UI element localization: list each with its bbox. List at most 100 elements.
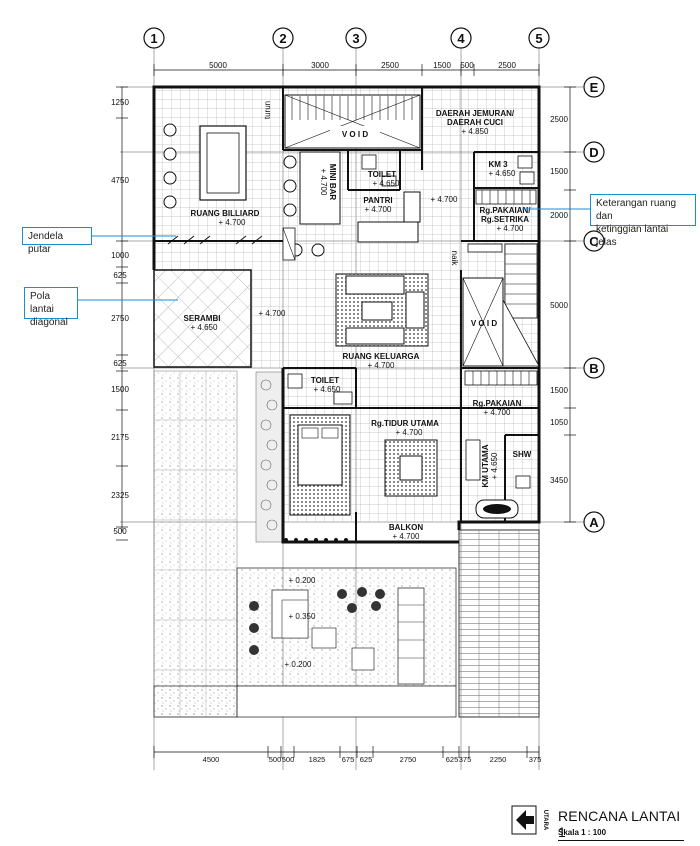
callout-pola-line-1: Pola lantai: [30, 291, 54, 315]
label-billiard: RUANG BILLIARD: [191, 209, 260, 218]
grid-label-D: D: [589, 145, 598, 160]
label-pantri: PANTRI: [363, 196, 392, 205]
dim-right-2: 2000: [550, 211, 568, 220]
dim-bottom-0: 4500: [203, 755, 220, 764]
top-dimension-line: [153, 64, 540, 76]
label-tidur: Rg.TIDUR UTAMA: [371, 419, 439, 428]
garden-path: [397, 587, 425, 685]
label-pakaian: Rg.PAKAIAN: [473, 399, 522, 408]
grid-label-2: 2: [279, 31, 286, 46]
level-roof-2: + 0.350: [289, 612, 316, 621]
dim-top-5: 2500: [498, 61, 516, 70]
level-km3: + 4.650: [489, 169, 516, 178]
dim-left-8: 2325: [111, 491, 129, 500]
bottom-dimension-line: [153, 746, 540, 758]
callout-jendela-putar: Jendela putar: [22, 227, 92, 255]
stools-billiard: [163, 123, 325, 257]
level-jemuran: + 4.850: [462, 127, 489, 136]
label-naik: naik: [450, 251, 459, 267]
balcony-railing: [284, 538, 348, 542]
garden-plant-icons: [249, 587, 385, 655]
level-balkon: + 4.700: [393, 532, 420, 541]
dim-bottom-5: 625: [360, 755, 373, 764]
toilet-fixture-1: [361, 154, 377, 170]
exterior-walls: [152, 85, 541, 544]
dim-top-1: 3000: [311, 61, 329, 70]
dim-bottom-2: 500: [282, 755, 295, 764]
pebble-strip: [255, 371, 284, 543]
billiard-table: [199, 125, 247, 201]
label-jemuran-1: DAERAH JEMURAN/: [436, 109, 515, 118]
level-roof-3: + 0.200: [285, 660, 312, 669]
level-toilet-2: + 4.650: [314, 385, 341, 394]
toilet-fixture-2: [287, 373, 303, 389]
planter-box: [311, 627, 337, 649]
pantri-counter: [357, 221, 419, 243]
dim-right-4: 1500: [550, 386, 568, 395]
label-km-utama: KM UTAMA: [481, 444, 490, 487]
grid-column-markers: [143, 27, 550, 49]
label-keluarga: RUANG KELUARGA: [343, 352, 420, 361]
label-toilet-1: TOILET: [368, 170, 396, 179]
label-turun: turun: [263, 101, 272, 119]
level-hall: + 4.700: [431, 195, 458, 204]
right-dimension-line: [564, 86, 576, 523]
dim-bottom-9: 2250: [490, 755, 507, 764]
callout-pola-line-2: diagonal: [30, 317, 68, 328]
dim-bottom-6: 2750: [400, 755, 417, 764]
dim-left-3: 625: [113, 271, 127, 280]
family-sofa: [345, 275, 405, 295]
drawing-scale: Skala 1 : 100: [558, 828, 607, 837]
label-pakaian-setrika-1: Rg.PAKAIAN/: [480, 206, 532, 215]
dim-left-5: 625: [113, 359, 127, 368]
dim-left-4: 2750: [111, 314, 129, 323]
label-void-right: V O I D: [471, 319, 497, 328]
dim-left-0: 1250: [111, 98, 129, 107]
level-serambi: + 4.650: [191, 323, 218, 332]
dim-top-2: 2500: [381, 61, 399, 70]
callout-keterangan-line-1: Keterangan ruang dan: [596, 198, 677, 222]
grid-label-4: 4: [457, 31, 465, 46]
label-pakaian-setrika-2: Rg.SETRIKA: [481, 215, 529, 224]
level-corridor: + 4.700: [259, 309, 286, 318]
dim-bottom-8: 375: [459, 755, 472, 764]
dim-right-1: 1500: [550, 167, 568, 176]
bottom-planter-left: [153, 685, 238, 718]
label-km3: KM 3: [488, 160, 508, 169]
left-dimension-line: [116, 86, 128, 541]
level-pakaian: + 4.700: [484, 408, 511, 417]
dim-bottom-10: 375: [529, 755, 542, 764]
level-minibar: + 4.700: [319, 169, 328, 196]
label-shw: SHW: [513, 450, 532, 459]
wardrobe-2: [464, 370, 538, 386]
dim-left-7: 2175: [111, 433, 129, 442]
pivot-windows: [167, 235, 263, 245]
level-toilet-1: + 4.650: [373, 179, 400, 188]
dim-top-3: 1500: [433, 61, 451, 70]
dim-top-4: 500: [460, 61, 474, 70]
title-block: RENCANA LANTAI 1 Skala 1 : 100: [512, 804, 692, 841]
dim-bottom-7: 625: [446, 755, 459, 764]
dim-right-3: 5000: [550, 301, 568, 310]
interior-walls: [154, 87, 539, 542]
grid-row-markers: [583, 76, 605, 533]
minibar-counter: [299, 151, 341, 225]
label-toilet-2: TOILET: [311, 376, 339, 385]
paving-joints: [154, 371, 237, 717]
dim-left-1: 4750: [111, 176, 129, 185]
level-keluarga: + 4.700: [368, 361, 395, 370]
label-jemuran-2: DAERAH CUCI: [447, 118, 503, 127]
callout-leaders: [78, 208, 590, 301]
level-km-utama: + 4.650: [490, 452, 499, 479]
north-label: UTARA: [542, 810, 548, 831]
callout-jendela-text: Jendela putar: [28, 231, 64, 255]
dim-right-0: 2500: [550, 115, 568, 124]
grid-label-5: 5: [535, 31, 542, 46]
dim-bottom-4: 675: [342, 755, 355, 764]
garden-paving-left: [153, 370, 238, 718]
drawing-title: RENCANA LANTAI 1: [558, 808, 684, 841]
callout-keterangan-line-2: ketinggian lantai jelas: [596, 224, 669, 248]
grid-label-E: E: [590, 80, 599, 95]
label-minibar: MINI BAR: [328, 164, 337, 201]
bottom-planter: [236, 685, 457, 718]
